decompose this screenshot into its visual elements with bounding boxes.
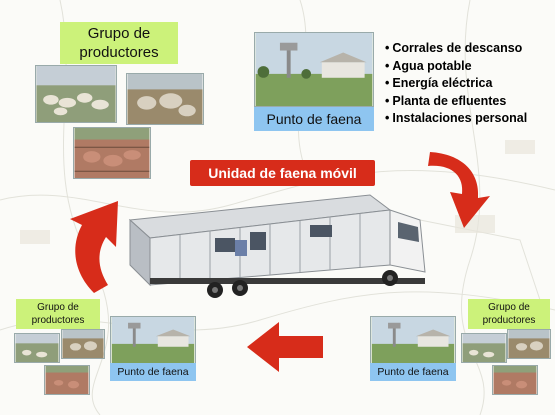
bottom-right-site-label: Punto de faena (370, 363, 456, 381)
slaughter-site-photo (254, 32, 374, 107)
cattle-photo (35, 65, 117, 123)
top-site-label: Punto de faena (254, 107, 374, 131)
requirement-item: Corrales de descanso (385, 40, 527, 58)
bottom-left-group-label: Grupo de productores (16, 299, 100, 329)
cattle-photo (14, 333, 60, 363)
left-arrow-icon (247, 322, 323, 372)
cattle-pen-photo (492, 365, 538, 395)
curved-arrow-icon (428, 152, 490, 228)
requirement-item: Planta de efluentes (385, 93, 527, 111)
slaughter-site-photo (110, 316, 196, 366)
bottom-right-group-label: Grupo de productores (468, 299, 550, 329)
cattle-photo (61, 329, 105, 359)
top-group-label-line2: productores (79, 44, 159, 61)
bottom-right-group-line2: productores (482, 315, 536, 326)
cattle-pen-photo (44, 365, 90, 395)
bottom-left-site-label: Punto de faena (110, 363, 196, 381)
bottom-left-group-line1: Grupo de (37, 302, 79, 313)
top-group-label-line1: Grupo de (87, 25, 151, 42)
slaughter-site-photo (370, 316, 456, 366)
bottom-left-group-line2: productores (31, 315, 85, 326)
top-group-label: Grupo de productores (60, 22, 178, 64)
requirements-list: Corrales de descanso Agua potable Energí… (385, 40, 527, 128)
bottom-right-group-line1: Grupo de (488, 302, 530, 313)
mobile-slaughter-truck-image (128, 194, 426, 298)
requirement-item: Instalaciones personal (385, 110, 527, 128)
curved-arrow-icon (70, 201, 118, 293)
requirement-item: Energía eléctrica (385, 75, 527, 93)
mobile-unit-title: Unidad de faena móvil (190, 160, 375, 186)
cattle-photo (507, 329, 551, 359)
cattle-photo (126, 73, 204, 125)
cattle-pen-photo (73, 127, 151, 179)
cattle-photo (461, 333, 507, 363)
requirement-item: Agua potable (385, 58, 527, 76)
